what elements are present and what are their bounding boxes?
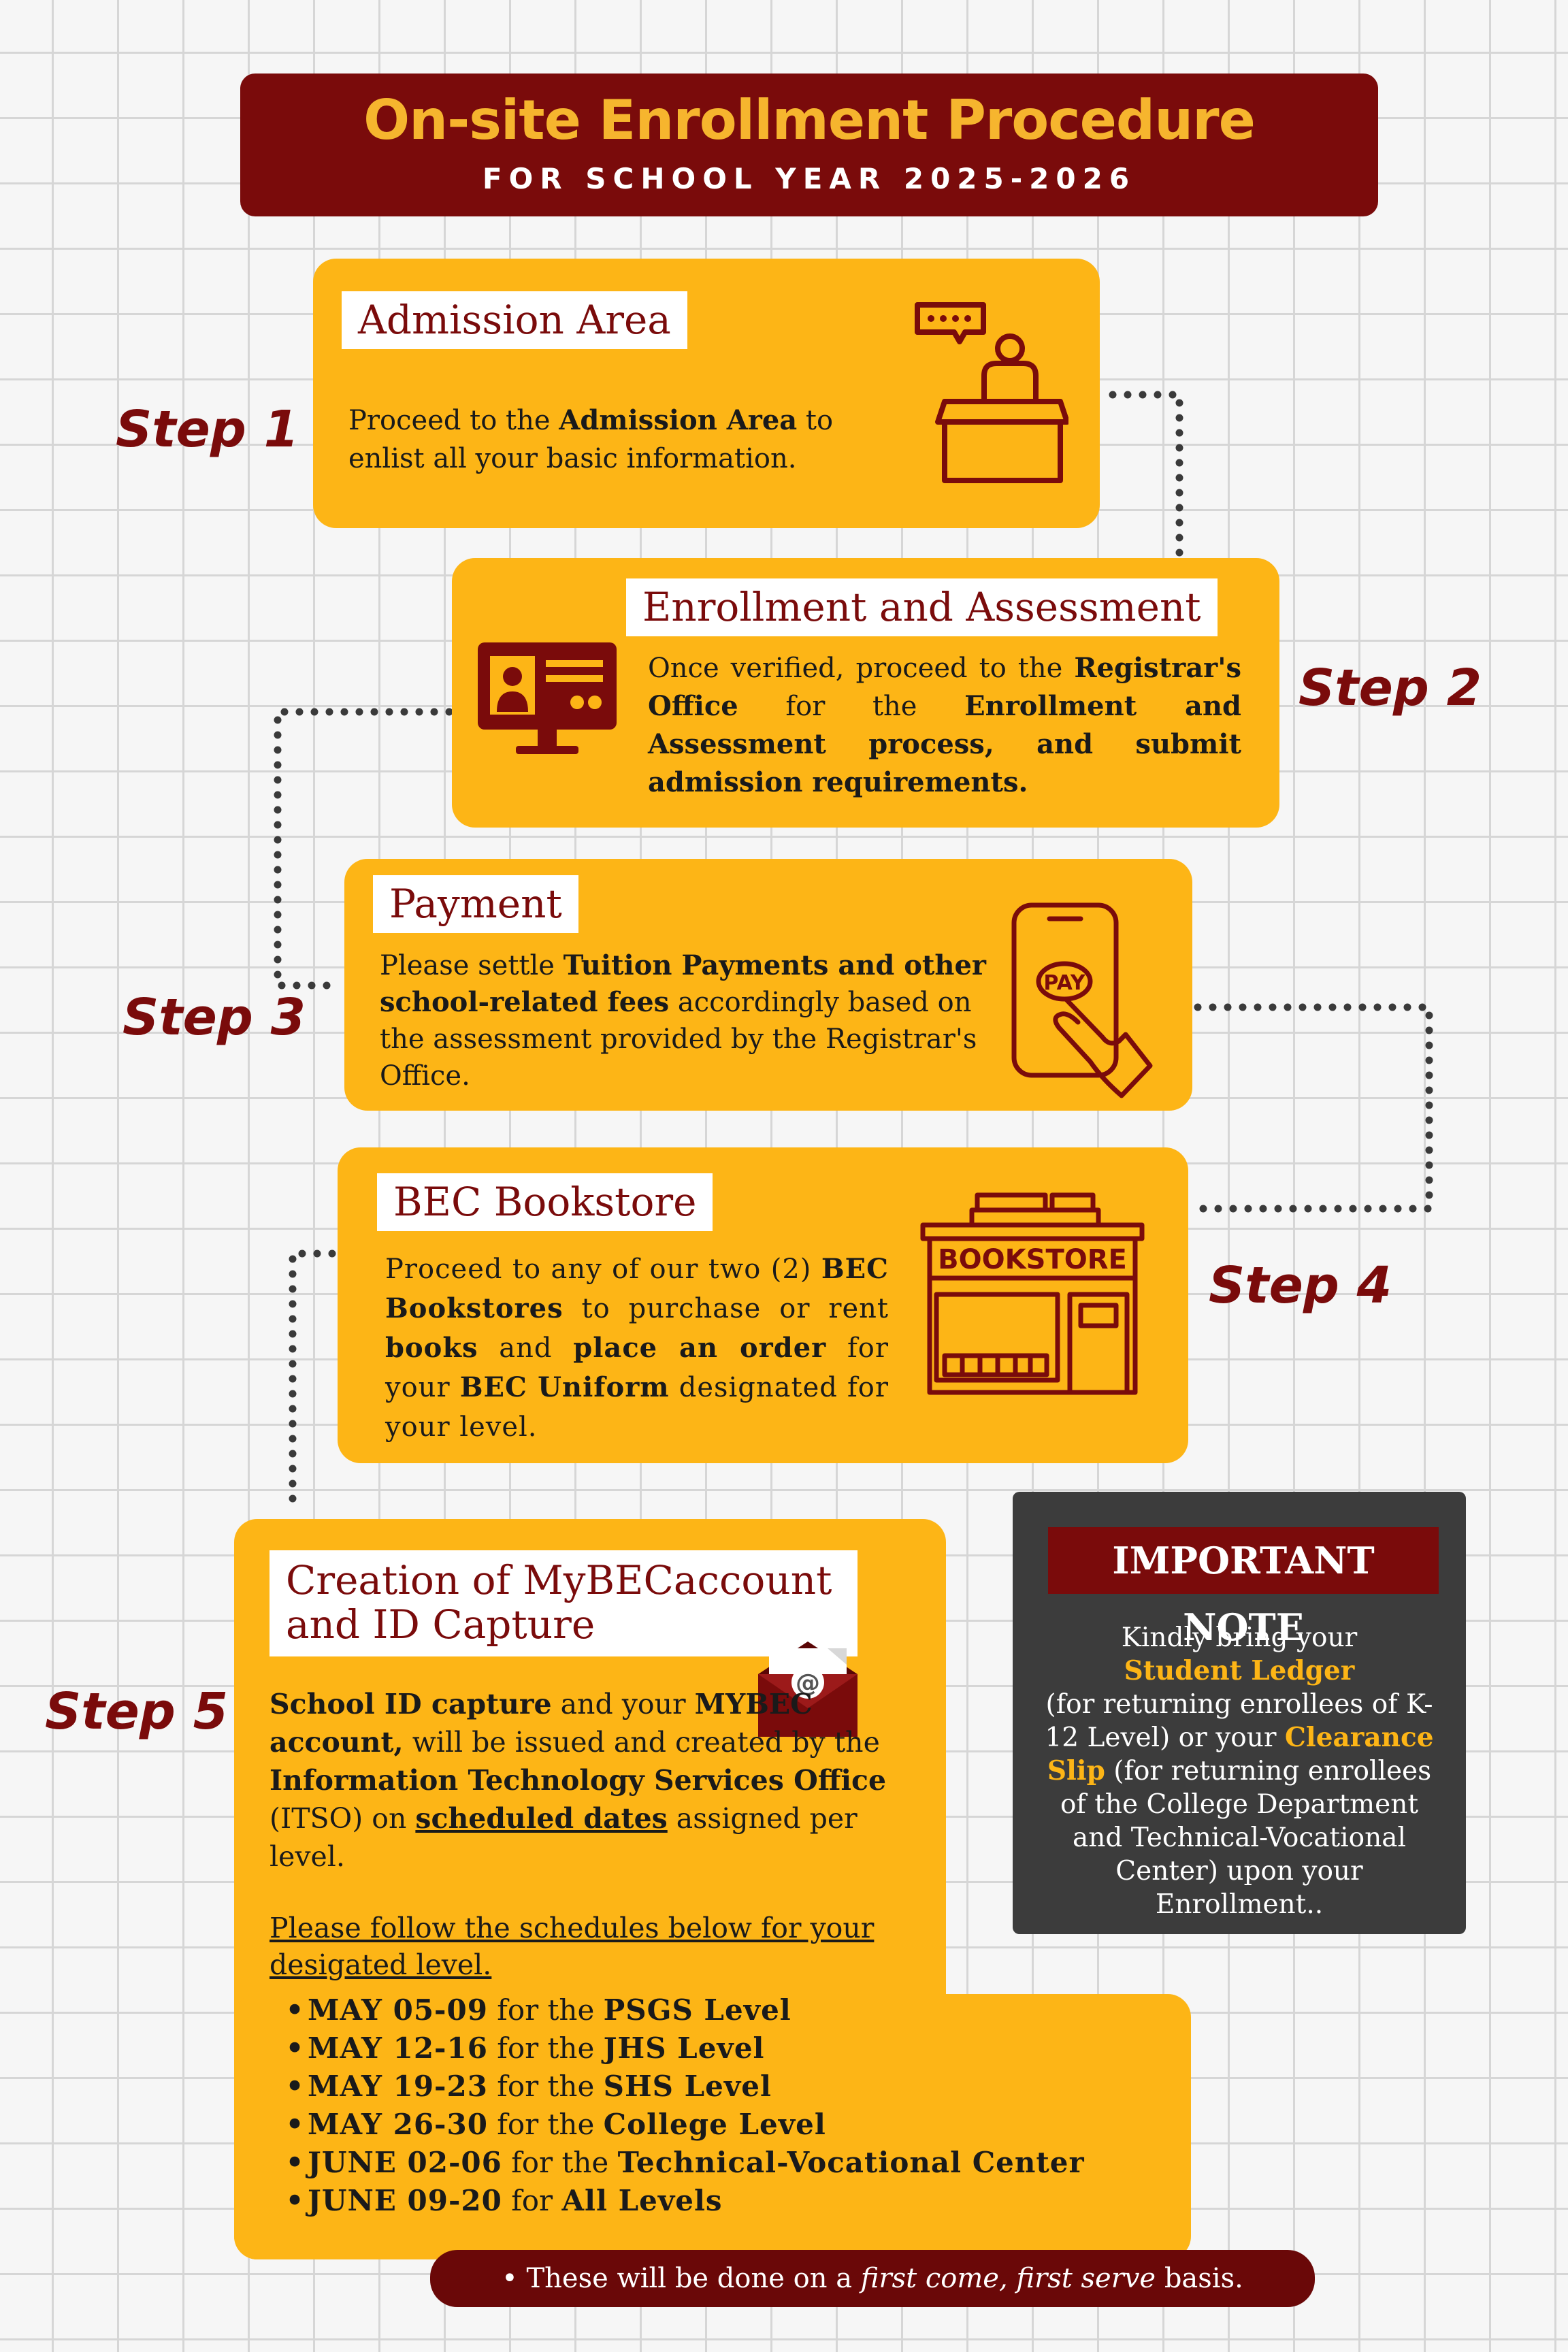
- step-5-label: Step 5: [45, 1682, 229, 1741]
- step-4-card: BEC Bookstore Proceed to any of our two …: [338, 1147, 1188, 1463]
- step-2-card: Enrollment and Assessment Once verified,…: [452, 558, 1279, 828]
- step-1-text: Proceed to the Admission Area to enlist …: [348, 404, 834, 474]
- svg-text:PAY: PAY: [1043, 971, 1086, 995]
- schedule-item: MAY 05-09 for the PSGS Level: [282, 1991, 1085, 2029]
- page-header: On-site Enrollment Procedure FOR SCHOOL …: [240, 74, 1378, 216]
- step-4-label: Step 4: [1209, 1256, 1392, 1315]
- step-4-text: Proceed to any of our two (2) BEC Bookst…: [385, 1253, 889, 1443]
- step-1-title: Admission Area: [342, 291, 687, 349]
- step-4-title: BEC Bookstore: [377, 1173, 713, 1231]
- step-3-card: Payment Please settle Tuition Payments a…: [344, 859, 1192, 1111]
- step-1-card: Admission Area Proceed to the Admission …: [313, 259, 1100, 528]
- page-title: On-site Enrollment Procedure: [363, 88, 1256, 152]
- svg-text:BOOKSTORE: BOOKSTORE: [938, 1244, 1127, 1275]
- note-title: IMPORTANT NOTE: [1048, 1527, 1439, 1649]
- page-subtitle: FOR SCHOOL YEAR 2025-2026: [482, 162, 1137, 195]
- bullet: •: [502, 2263, 527, 2294]
- connector-3-4: [1194, 1003, 1433, 1213]
- connector-4-5: [289, 1250, 336, 1516]
- admission-desk-icon: [915, 302, 1068, 483]
- schedule-list: MAY 05-09 for the PSGS Level MAY 12-16 f…: [282, 1991, 1085, 2220]
- step-3-label: Step 3: [122, 988, 306, 1047]
- mobile-pay-icon: PAY: [1011, 902, 1153, 1098]
- schedule-item: MAY 19-23 for the SHS Level: [282, 2068, 1085, 2106]
- svg-text:@: @: [796, 1669, 820, 1697]
- step-3-title: Payment: [373, 875, 578, 933]
- email-at-icon: @: [758, 1642, 858, 1737]
- computer-profile-icon: [478, 642, 617, 754]
- schedule-intro: Please follow the schedules below for yo…: [270, 1912, 875, 1981]
- schedule-item: MAY 12-16 for the JHS Level: [282, 2029, 1085, 2068]
- step-3-text: Please settle Tuition Payments and other…: [380, 949, 986, 1092]
- step-2-label: Step 2: [1298, 659, 1482, 717]
- step-1-label: Step 1: [116, 400, 299, 459]
- schedule-item: JUNE 02-06 for the Technical-Vocational …: [282, 2144, 1085, 2182]
- important-note: IMPORTANT NOTE Kindly bring your Student…: [1013, 1492, 1466, 1934]
- connector-2-3: [274, 708, 453, 990]
- bookstore-icon: BOOKSTORE: [920, 1192, 1145, 1395]
- connector-1-2: [1109, 391, 1183, 564]
- step-2-text: Once verified, proceed to the Registrar'…: [648, 652, 1241, 798]
- note-text: Kindly bring your Student Ledger (for re…: [1045, 1622, 1434, 1920]
- step-2-title: Enrollment and Assessment: [626, 578, 1218, 636]
- footer-note: • These will be done on a first come, fi…: [430, 2250, 1315, 2307]
- step-5-text: School ID capture and your MYBEC account…: [270, 1688, 887, 1873]
- schedule-item: JUNE 09-20 for All Levels: [282, 2182, 1085, 2220]
- schedule-item: MAY 26-30 for the College Level: [282, 2106, 1085, 2144]
